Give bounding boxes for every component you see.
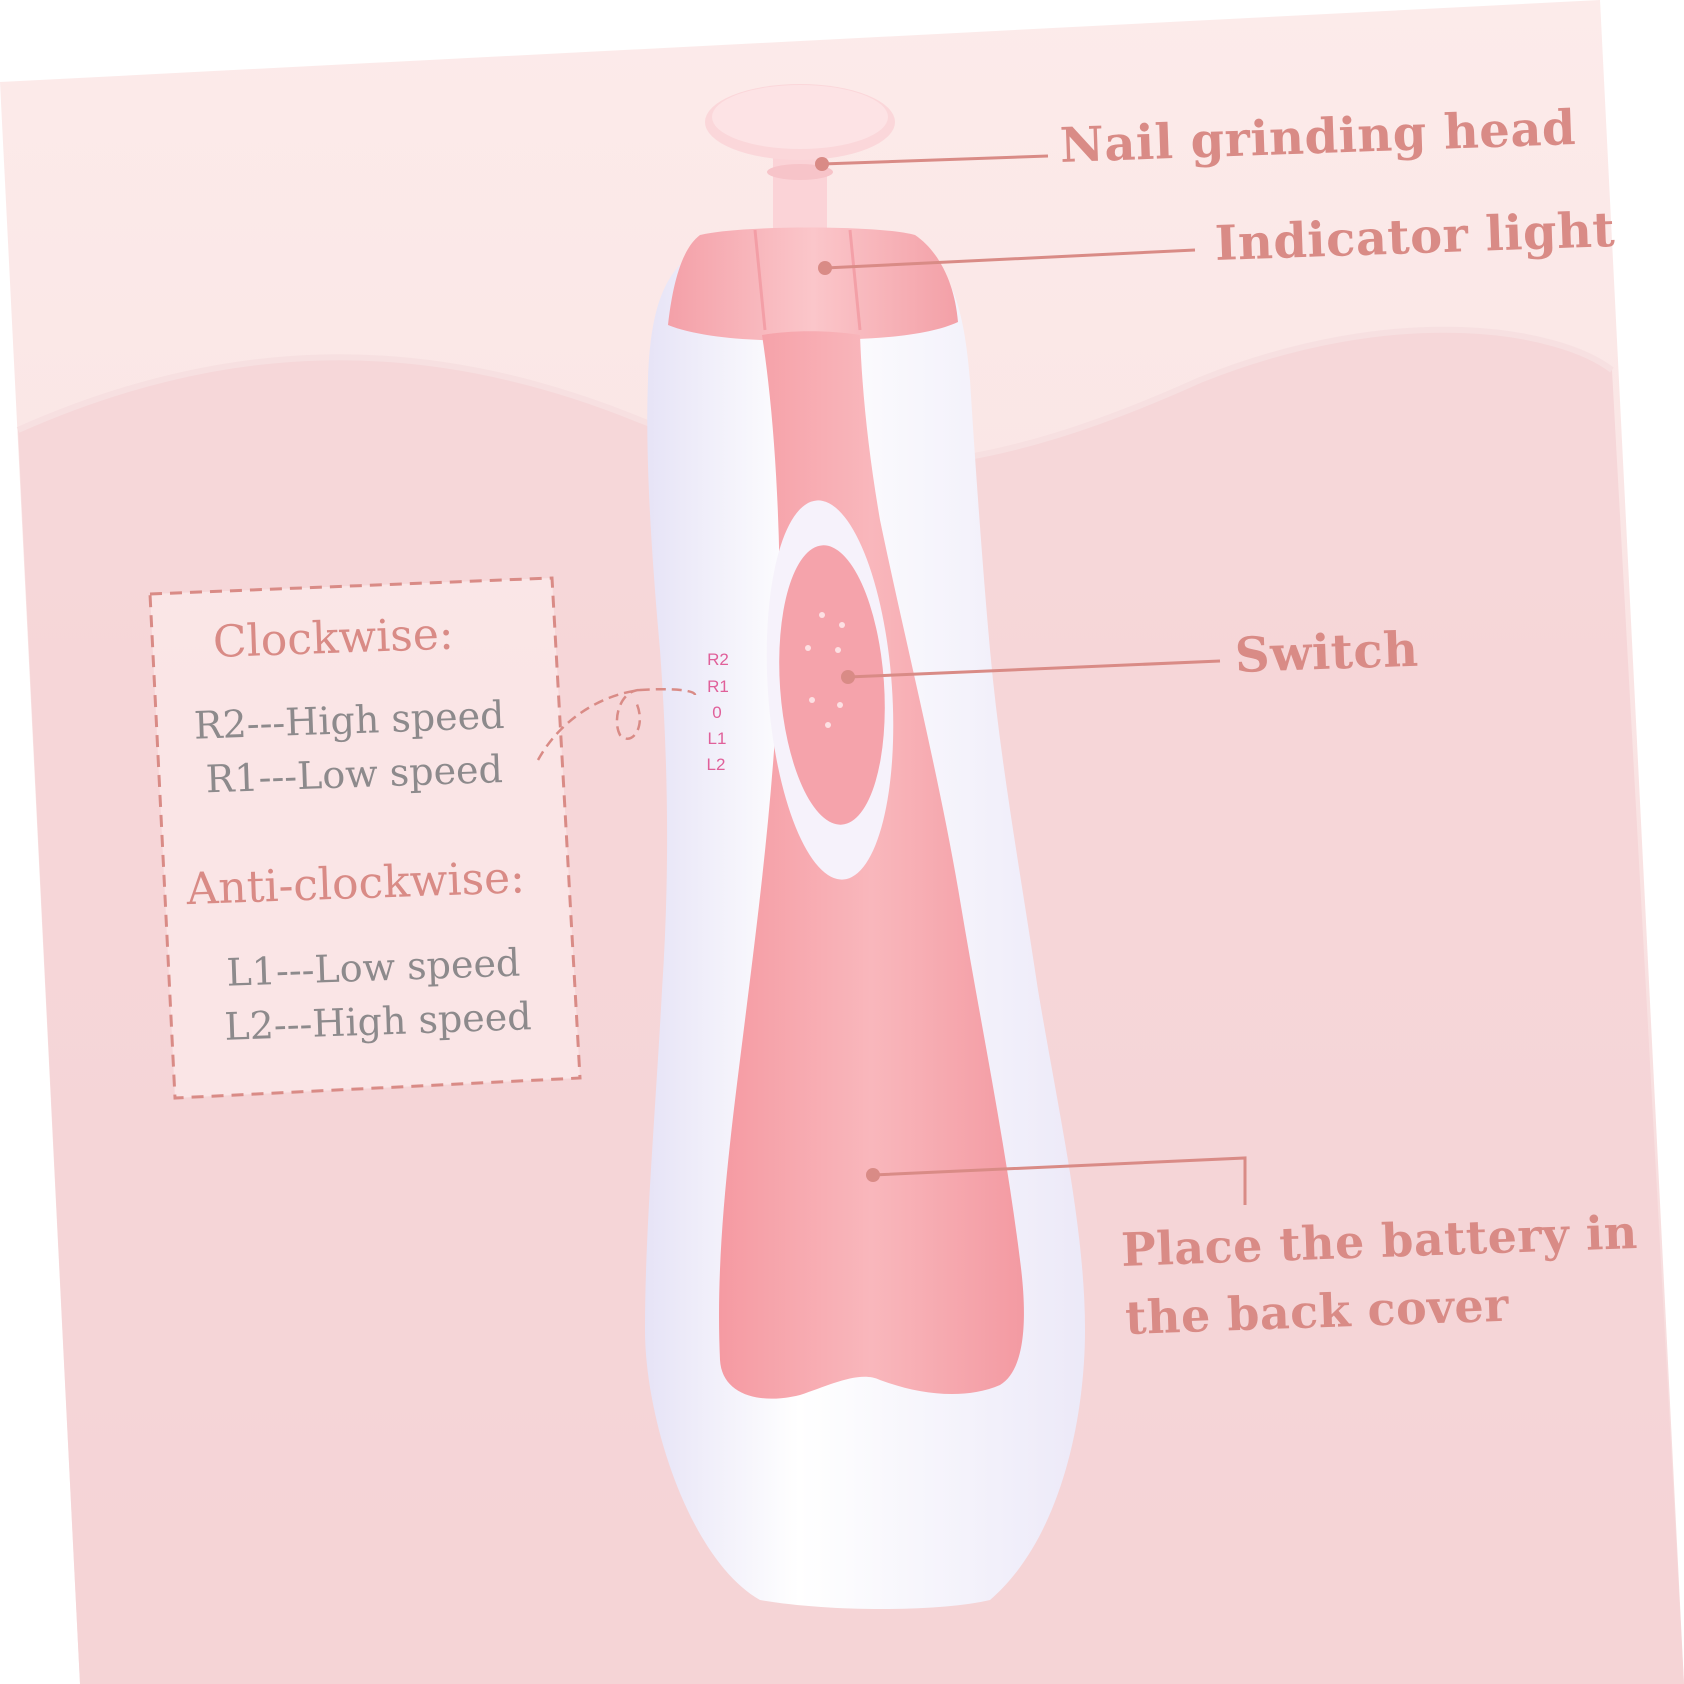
dial-mark-0: 0 [712,703,722,722]
dial-mark-r1: R1 [707,677,729,696]
dial-mark-l2: L2 [706,755,726,774]
dial-mark-l1: L1 [707,729,727,748]
device-pink-cap [668,227,958,341]
clockwise-title: Clockwise: [212,608,455,668]
switch-button [779,545,885,825]
clockwise-line-r1: R1---Low speed [205,746,504,802]
anticlockwise-line-l1: L1---Low speed [225,940,521,995]
clockwise-line-r2: R2---High speed [193,692,506,748]
speed-info-box-border [148,576,582,1100]
dial-mark-r2: R2 [707,650,729,669]
switch-grip-dots [805,612,845,728]
anticlockwise-title: Anti-clockwise: [185,852,526,916]
anticlockwise-line-l2: L2---High speed [223,994,533,1049]
dial-pointer-loop [536,687,697,761]
